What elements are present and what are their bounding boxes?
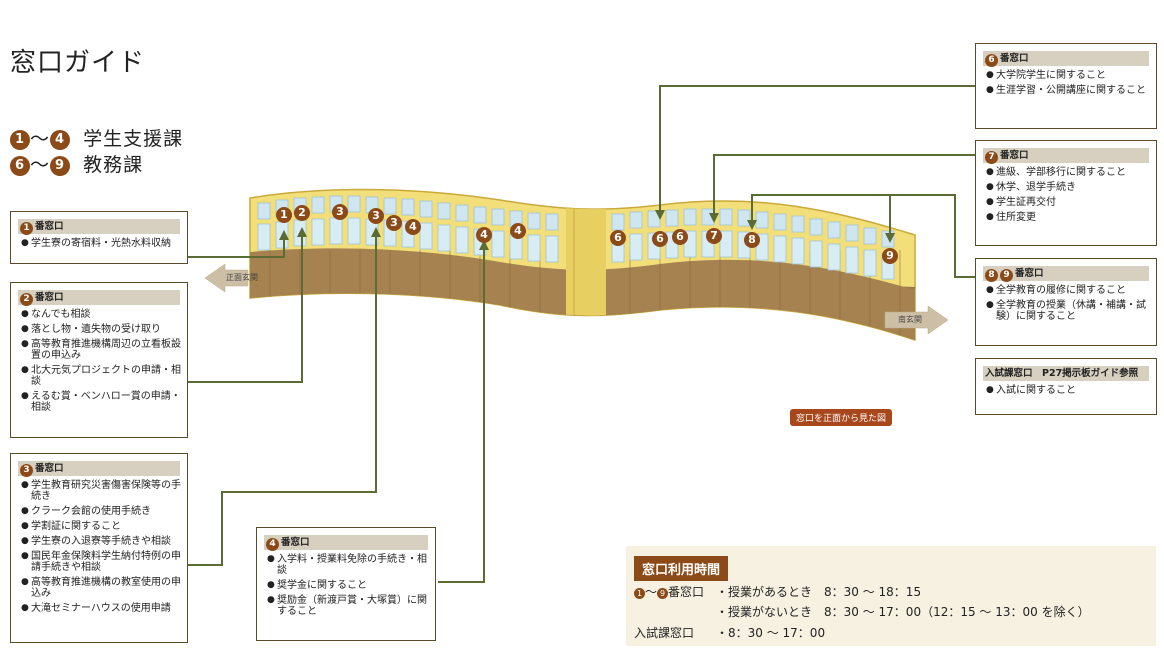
list-item: 住所変更 — [986, 212, 1150, 223]
legend-separator: ～ — [30, 128, 51, 150]
window-number-label: 9 — [886, 249, 894, 262]
window-number-badge: 1 — [634, 588, 645, 599]
window-number-label: 1 — [280, 208, 288, 221]
window-number-badge: 9 — [50, 156, 71, 176]
header-label: 番窓口 — [281, 537, 310, 548]
list-item: 入試に関すること — [986, 385, 1150, 396]
admission-window-box: 入試課窓口 P27掲示板ガイド参照 入試に関すること — [975, 358, 1157, 415]
list-item: 北大元気プロジェクトの申請・相談 — [21, 365, 181, 387]
window-number-label: 2 — [298, 206, 306, 219]
window-number-badge: 3 — [20, 464, 33, 477]
service-hours-value-2: ・授業がないとき 8：30 ～ 17：00（12：15 ～ 13：00 を除く） — [716, 605, 1090, 619]
admission-window-header: 入試課窓口 P27掲示板ガイド参照 — [983, 366, 1149, 381]
service-hours-value-1: ・授業があるとき 8：30 ～ 18：15 — [716, 585, 922, 599]
window-number-label: 3 — [372, 209, 380, 222]
legend-row-academic-affairs: 6～9 教務課 — [10, 150, 143, 177]
diagram-caption: 窓口を正面から見た図 — [790, 409, 893, 426]
legend-label: 学生支援課 — [83, 128, 184, 150]
main-entrance-arrow — [204, 263, 249, 293]
window-number-label: 6 — [656, 232, 664, 245]
list-item: なんでも相談 — [21, 309, 181, 320]
list-item: 学生寮の寄宿料・光熱水料収納 — [21, 238, 181, 249]
header-label: 番窓口 — [1015, 268, 1044, 279]
list-item: 高等教育推進機構周辺の立看板設置の申込み — [21, 339, 181, 361]
list-item: 学生寮の入退寮等手続きや相談 — [21, 536, 181, 547]
row-label: 番窓口 — [668, 585, 705, 599]
list-item: 国民年金保険料学生納付特例の申請手続きや相談 — [21, 551, 181, 573]
window-number-label: 7 — [710, 229, 718, 242]
header-label: 番窓口 — [1000, 53, 1029, 64]
window-number-circles — [276, 204, 898, 264]
window-number-badge: 4 — [266, 538, 279, 551]
page-title: 窓口ガイド — [10, 48, 146, 78]
list-item: 落とし物・遺失物の受け取り — [21, 324, 181, 335]
header-label: 番窓口 — [1000, 150, 1029, 161]
window-number-label: 4 — [480, 228, 488, 241]
header-label: 番窓口 — [35, 463, 64, 474]
list-item: 学生教育研究災害傷害保険等の手続き — [21, 480, 181, 502]
window-number-label: 6 — [614, 231, 622, 244]
list-item: 休学、退学手続き — [986, 182, 1150, 193]
list-item: 入学料・授業料免除の手続き・相談 — [267, 554, 429, 576]
window-number-label: 4 — [514, 224, 522, 237]
list-item: 進級、学部移行に関すること — [986, 167, 1150, 178]
list-item: 全学教育の授業（休講・補講・試験）に関すること — [986, 300, 1150, 322]
legend-separator: ～ — [30, 154, 51, 176]
window-number-label: 3 — [390, 216, 398, 229]
list-item: 奨励金（新渡戸賞・大塚賞）に関すること — [267, 595, 429, 617]
list-item: クラーク会館の使用手続き — [21, 506, 181, 517]
header-label: 番窓口 — [35, 221, 64, 232]
window-number-badge: 7 — [985, 151, 998, 164]
service-hours-title: 窓口利用時間 — [634, 556, 729, 581]
range-separator: ～ — [645, 585, 658, 599]
list-item: 大滝セミナーハウスの使用申請 — [21, 603, 181, 614]
list-item: 大学院学生に関すること — [986, 70, 1150, 81]
window-number-label: 3 — [336, 205, 344, 218]
list-item: 学割証に関すること — [21, 521, 181, 532]
legend-label: 教務課 — [83, 154, 144, 176]
list-item: 高等教育推進機構の教室使用の申込み — [21, 577, 181, 599]
list-item: 生涯学習・公開講座に関すること — [986, 85, 1150, 96]
list-item: えるむ賞・ベンハロー賞の申請・相談 — [21, 391, 181, 413]
window-number-badge: 1 — [20, 222, 33, 235]
list-item: 奨学金に関すること — [267, 580, 429, 591]
window-number-badge: 2 — [20, 293, 33, 306]
header-label: 番窓口 — [35, 292, 64, 303]
south-entrance-arrow — [884, 305, 949, 335]
service-hours-value-3: ・8：30 ～ 17：00 — [716, 626, 826, 640]
main-entrance-label: 正面玄関 — [226, 273, 258, 282]
window-number-badge: 8 — [985, 269, 998, 282]
window-number-label: 4 — [409, 220, 417, 233]
window-number-badge: 9 — [657, 588, 669, 599]
window-number-badge: 1 — [10, 130, 30, 150]
window-number-badge: 6 — [985, 54, 998, 67]
service-hours-label-3: 入試課窓口 — [634, 626, 695, 640]
window-number-badge: 9 — [1000, 269, 1013, 282]
south-entrance-label: 南玄関 — [898, 315, 922, 324]
window-number-badge: 4 — [50, 130, 71, 150]
window-number-label: 8 — [748, 233, 756, 246]
list-item: 全学教育の履修に関すること — [986, 285, 1150, 296]
window-number-badge: 6 — [10, 156, 30, 176]
window-number-label: 6 — [676, 230, 684, 243]
list-item: 学生証再交付 — [986, 197, 1150, 208]
legend-row-student-support: 1～4 学生支援課 — [10, 124, 183, 151]
